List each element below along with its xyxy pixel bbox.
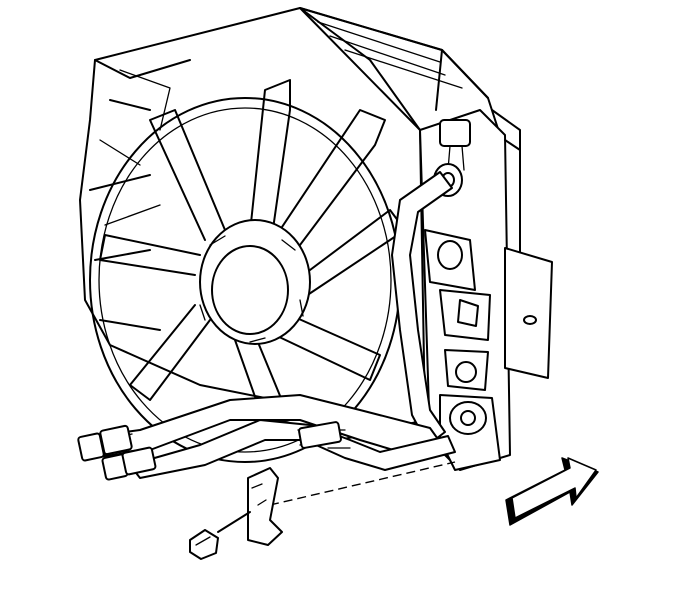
- cooling-fan: [99, 79, 406, 426]
- radiator-side-tank: [419, 109, 553, 471]
- direction-arrow: [505, 457, 599, 526]
- transmission-oil-cooler-lines: [77, 171, 456, 481]
- bracket-bolt: [189, 511, 251, 560]
- cooler-line-bracket: [247, 467, 283, 546]
- alignment-line: [269, 461, 456, 506]
